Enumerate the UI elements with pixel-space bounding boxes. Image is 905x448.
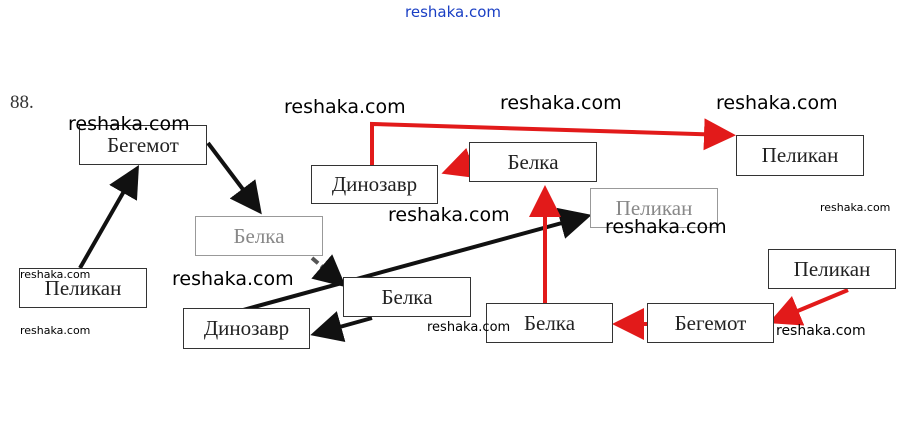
problem-number: 88. (10, 92, 34, 113)
arrow-dinozavr-to-pelikan-red (370, 118, 736, 165)
node-dinozavr: Динозавр (311, 165, 438, 204)
node-pelikan: Пеликан (19, 268, 147, 308)
watermark: reshaka.com (68, 113, 190, 135)
node-dinozavr: Динозавр (183, 308, 310, 349)
watermark: reshaka.com (284, 96, 406, 118)
watermark: reshaka.com (172, 268, 294, 290)
watermark: reshaka.com (427, 320, 511, 335)
watermark: reshaka.com (500, 92, 622, 114)
watermark: reshaka.com (388, 204, 510, 226)
watermark: reshaka.com (20, 324, 91, 337)
arrow-pelikan-to-begemot-red (768, 288, 849, 326)
watermark: reshaka.com (605, 216, 727, 238)
node-begemot: Бегемот (647, 303, 774, 343)
node-pelikan: Пеликан (736, 135, 864, 176)
node-pelikan: Пеликан (768, 249, 896, 289)
header-watermark[interactable]: reshaka.com (405, 3, 501, 21)
arrow-belka-to-dinozavr (310, 311, 373, 342)
node-begemot: Бегемот (79, 125, 207, 165)
arrow-dinozavr-to-pelikan (242, 207, 592, 312)
watermark: reshaka.com (716, 92, 838, 114)
watermark: reshaka.com (776, 323, 866, 339)
arrow-belka-to-dinozavr-red (441, 147, 477, 179)
arrow-begemot-to-belka (206, 141, 262, 215)
node-belka: Белка (486, 303, 613, 343)
watermark: reshaka.com (20, 268, 91, 281)
node-belka: Белка (469, 142, 597, 182)
arrow-pelikan-to-begemot (78, 165, 139, 269)
node-belka: Белка (343, 277, 471, 317)
node-belka: Белка (195, 216, 323, 256)
watermark: reshaka.com (820, 201, 891, 214)
node-pelikan: Пеликан (590, 188, 718, 228)
arrow-belka-to-belka (310, 254, 347, 288)
